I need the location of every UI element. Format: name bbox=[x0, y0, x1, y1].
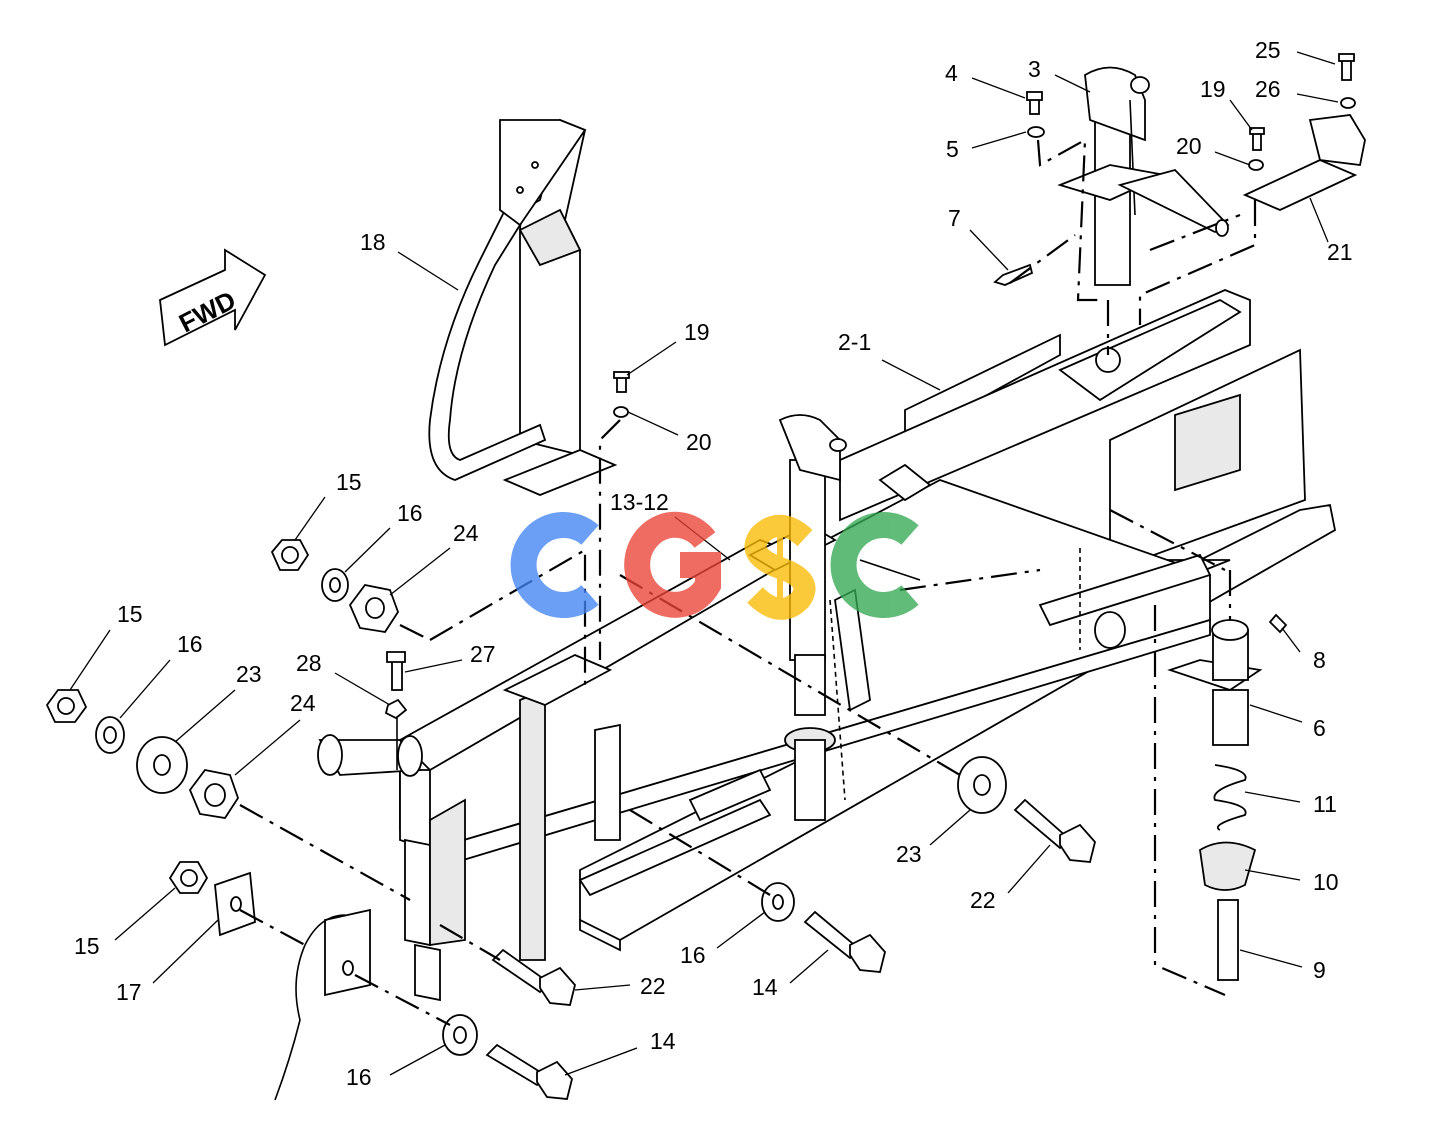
callout-label: 20 bbox=[1176, 133, 1202, 159]
callout-label: 20 bbox=[686, 429, 712, 455]
callout-label: 13-12 bbox=[610, 489, 669, 515]
watermark-logo bbox=[510, 511, 919, 620]
right-post-assembly bbox=[1057, 66, 1230, 286]
callout-label: 16 bbox=[346, 1064, 372, 1090]
callout-label: 6 bbox=[1313, 715, 1326, 741]
callout-label: 22 bbox=[640, 973, 666, 999]
spring-latch-stack bbox=[1167, 619, 1263, 981]
callout-label: 4 bbox=[945, 60, 958, 86]
callout-label: 17 bbox=[116, 979, 142, 1005]
watermark-letter-g bbox=[624, 511, 721, 618]
hook-bracket-upright bbox=[1308, 114, 1366, 166]
forward-direction-arrow: FWD bbox=[159, 248, 267, 347]
watermark-letter-c bbox=[510, 512, 599, 618]
callout-label: 15 bbox=[117, 601, 143, 627]
callout-label: 14 bbox=[650, 1028, 676, 1054]
callout-label: 18 bbox=[360, 229, 386, 255]
left-hardware bbox=[45, 539, 408, 1101]
grab-handle bbox=[428, 118, 618, 496]
mount-pad-top bbox=[878, 463, 932, 502]
callout-label: 21 bbox=[1327, 239, 1353, 265]
callout-label: 28 bbox=[296, 650, 322, 676]
mount-pad-left bbox=[502, 654, 613, 706]
watermark-letter-c bbox=[830, 512, 919, 618]
center-post-assembly bbox=[778, 414, 921, 821]
callout-label: 9 bbox=[1313, 957, 1326, 983]
callout-label: 26 bbox=[1255, 76, 1281, 102]
callout-label: 22 bbox=[970, 887, 996, 913]
callout-label: 15 bbox=[336, 469, 362, 495]
callout-label: 3 bbox=[1028, 56, 1041, 82]
callout-label: 24 bbox=[290, 690, 316, 716]
hook-bracket bbox=[1242, 159, 1358, 211]
callout-label: 7 bbox=[948, 205, 961, 231]
callout-label: 16 bbox=[680, 942, 706, 968]
callout-label: 16 bbox=[177, 631, 203, 657]
callout-label: 23 bbox=[236, 661, 262, 687]
phantom-lines bbox=[239, 138, 1257, 1026]
callout-label: 27 bbox=[470, 641, 496, 667]
callout-label: 10 bbox=[1313, 869, 1339, 895]
callout-label: 19 bbox=[1200, 76, 1226, 102]
callout-label: 23 bbox=[896, 841, 922, 867]
top-hardware bbox=[613, 53, 1356, 634]
callout-label: 24 bbox=[453, 520, 479, 546]
callout-label: 15 bbox=[74, 933, 100, 959]
chains bbox=[829, 548, 1126, 801]
callout-label: 19 bbox=[684, 319, 710, 345]
callout-label: 25 bbox=[1255, 37, 1281, 63]
callout-label: 2-1 bbox=[838, 329, 871, 355]
callout-labels: 25 4 3 26 19 5 20 7 21 18 19 2-1 20 13-1… bbox=[74, 37, 1353, 1090]
callout-label: 14 bbox=[752, 974, 778, 1000]
callout-label: 5 bbox=[946, 136, 959, 162]
callout-label: 16 bbox=[397, 500, 423, 526]
callout-label: 8 bbox=[1313, 647, 1326, 673]
lower-hardware bbox=[442, 756, 1096, 1100]
callout-label: 11 bbox=[1313, 791, 1337, 817]
watermark-letter-s bbox=[744, 514, 816, 620]
